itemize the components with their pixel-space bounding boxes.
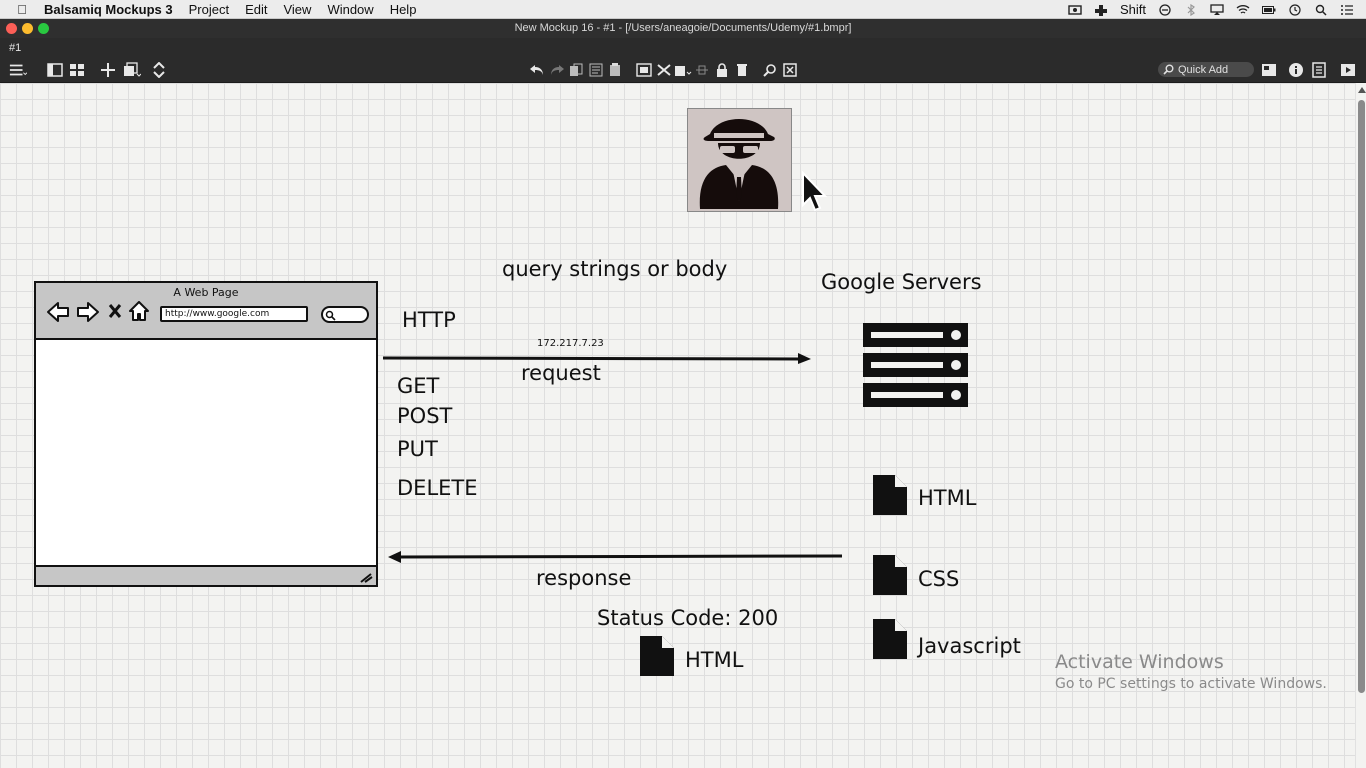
quick-add-search[interactable]: Quick Add [1158,62,1254,77]
hamburger-menu-icon[interactable] [9,61,27,79]
zoom-search-icon[interactable] [761,61,779,79]
presentation-mode-icon[interactable] [1339,61,1357,79]
window-title-bar: New Mockup 16 - #1 - [/Users/aneagoie/Do… [0,19,1366,38]
response-label: response [536,566,632,590]
request-arrow[interactable] [382,351,814,365]
grid-view-icon[interactable] [68,61,86,79]
html-file-icon [873,475,907,515]
browser-url-field[interactable]: http://www.google.com [160,306,308,322]
scrollbar-thumb[interactable] [1358,100,1365,693]
apple-menu-icon[interactable]:  [0,2,44,17]
window-close-button[interactable] [6,23,17,34]
resize-grip-icon [360,573,373,583]
lock-icon[interactable] [713,61,731,79]
scroll-up-arrow-icon[interactable] [1358,87,1366,93]
paste-icon[interactable] [606,61,624,79]
spotlight-search-icon[interactable] [1314,4,1328,16]
duplicate-icon[interactable] [123,61,141,79]
google-servers-label: Google Servers [821,270,982,294]
redo-icon[interactable] [548,61,566,79]
forward-arrow-icon [77,302,99,322]
delete-icon[interactable] [733,61,751,79]
airplay-icon[interactable] [1210,3,1224,16]
macos-menu-bar:  Balsamiq Mockups 3 Project Edit View W… [0,0,1366,19]
server-file-html-label: HTML [918,486,977,510]
screen-record-icon[interactable] [1068,4,1082,16]
group-icon[interactable] [635,61,653,79]
menu-help[interactable]: Help [389,2,417,17]
clear-icon[interactable] [781,61,799,79]
clock-icon[interactable] [1288,3,1302,16]
http-label: HTTP [402,308,456,332]
server-file-css-label: CSS [918,567,960,591]
server-file-javascript-label: Javascript [918,634,1021,658]
server-icon[interactable] [863,323,969,407]
home-icon [129,301,149,321]
app-menu[interactable]: Balsamiq Mockups 3 [44,2,173,17]
browser-window-wireframe[interactable]: A Web Page http://www.google.com [34,281,378,587]
response-html-file-icon [640,636,674,676]
response-arrow[interactable] [386,550,844,564]
method-get-label: GET [397,374,440,398]
ip-address-label: 172.217.7.23 [537,338,604,349]
info-icon[interactable] [1287,61,1305,79]
notes-icon[interactable] [1310,61,1328,79]
method-put-label: PUT [397,437,438,461]
activate-windows-title: Activate Windows [1055,651,1224,673]
sync-icon[interactable] [1158,3,1172,16]
back-arrow-icon [47,302,69,322]
activate-windows-subtitle: Go to PC settings to activate Windows. [1055,676,1327,692]
mockup-canvas[interactable]: A Web Page http://www.google.com query s… [0,83,1355,768]
method-delete-label: DELETE [397,476,478,500]
request-label: request [521,361,601,385]
browser-status-bar [36,565,376,585]
vertical-scrollbar[interactable] [1355,83,1366,768]
spy-icon [699,119,779,209]
mockup-tab-strip: #1 [0,38,1366,58]
toolbar: Quick Add [0,58,1366,83]
window-zoom-button[interactable] [38,23,49,34]
search-icon [325,310,336,321]
browser-toolbar: A Web Page http://www.google.com [36,283,376,340]
spy-image[interactable] [687,108,792,212]
wifi-icon[interactable] [1236,4,1250,16]
mouse-cursor-icon [802,171,827,212]
battery-icon[interactable] [1262,4,1276,16]
status-code-label: Status Code: 200 [597,606,779,630]
stop-icon [108,304,122,318]
menu-project[interactable]: Project [188,2,230,17]
copy-icon[interactable] [567,61,585,79]
single-panel-icon[interactable] [46,61,64,79]
search-icon [1163,64,1174,75]
align-icon[interactable] [693,61,711,79]
undo-icon[interactable] [528,61,546,79]
query-strings-label: query strings or body [502,257,728,281]
quick-add-placeholder: Quick Add [1178,63,1229,76]
bluetooth-icon[interactable] [1184,3,1198,16]
ungroup-icon[interactable] [655,61,673,79]
arrange-icon[interactable] [674,61,692,79]
menu-window[interactable]: Window [327,2,374,17]
browser-window-title: A Web Page [173,286,239,299]
expand-collapse-icon[interactable] [150,61,168,79]
window-minimize-button[interactable] [22,23,33,34]
css-file-icon [873,555,907,595]
response-file-label: HTML [685,648,744,672]
add-icon[interactable] [99,61,117,79]
javascript-file-icon [873,619,907,659]
cut-icon[interactable] [587,61,605,79]
method-post-label: POST [397,404,453,428]
browser-search-field[interactable] [321,306,369,323]
menu-view[interactable]: View [283,2,312,17]
tab-mockup-1[interactable]: #1 [9,42,22,54]
media-icon[interactable] [1260,61,1278,79]
menu-edit[interactable]: Edit [245,2,268,17]
gamepad-icon[interactable] [1094,4,1108,16]
shift-indicator[interactable]: Shift [1119,2,1146,17]
window-title: New Mockup 16 - #1 - [/Users/aneagoie/Do… [514,22,852,34]
notification-center-icon[interactable] [1340,4,1354,16]
